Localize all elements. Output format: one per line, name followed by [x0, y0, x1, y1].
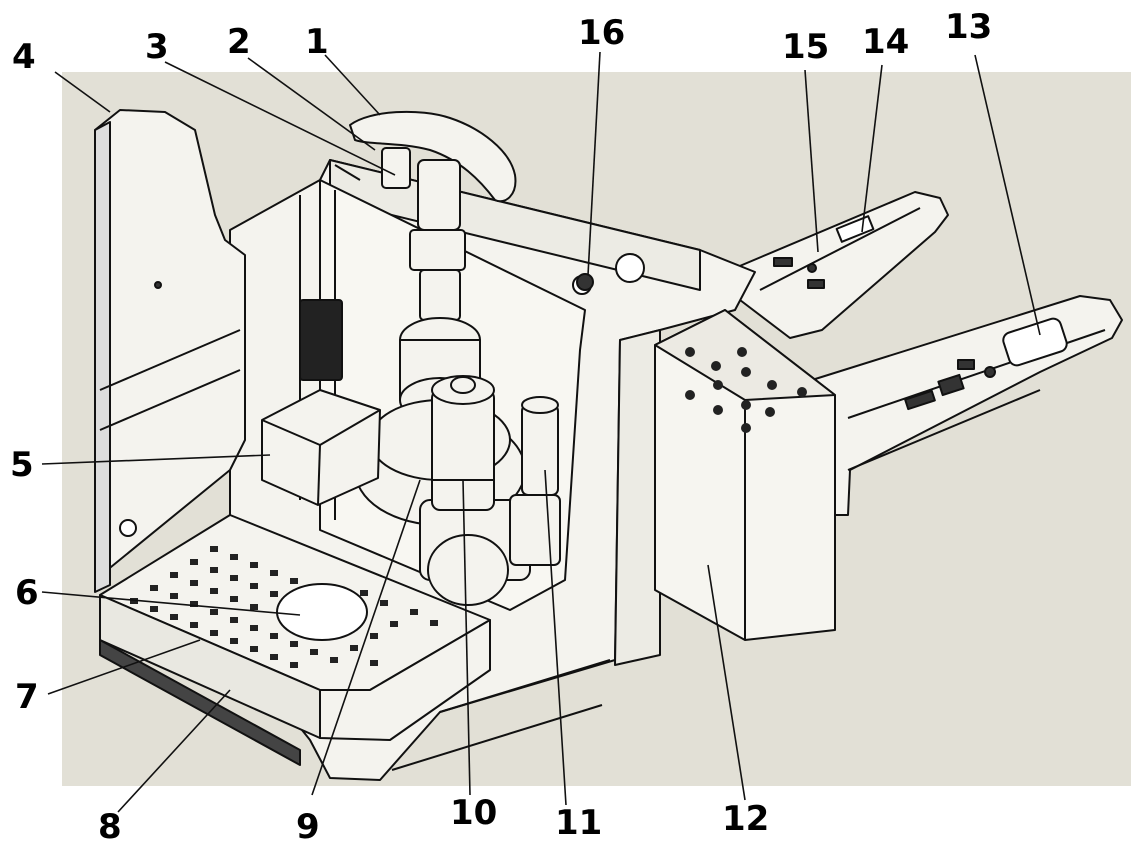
callout-15: 15 — [782, 27, 830, 67]
backrest-panel — [94, 109, 246, 593]
leader-12 — [707, 564, 746, 801]
leader-10 — [462, 479, 471, 796]
callout-4: 4 — [12, 37, 36, 77]
callout-14: 14 — [862, 22, 910, 62]
controller-box — [261, 299, 381, 506]
leader-lines — [41, 51, 1041, 813]
battery-terminals — [685, 347, 807, 433]
operator-platform — [99, 514, 491, 766]
callout-2: 2 — [227, 22, 251, 62]
callout-3: 3 — [145, 27, 169, 67]
top-knob — [576, 273, 594, 291]
leader-16 — [587, 51, 601, 276]
callout-1: 1 — [305, 22, 329, 62]
leader-2 — [247, 57, 376, 151]
leader-5 — [41, 454, 271, 465]
callout-10: 10 — [450, 793, 498, 833]
leader-7 — [47, 639, 201, 695]
callout-6: 6 — [15, 573, 39, 613]
leader-13 — [974, 54, 1041, 336]
leader-8 — [117, 689, 231, 813]
leader-3 — [164, 61, 396, 176]
battery — [654, 309, 836, 641]
callout-7: 7 — [15, 677, 39, 717]
leader-6 — [41, 591, 301, 616]
leader-9 — [311, 479, 421, 796]
leader-11 — [544, 469, 567, 806]
callout-5: 5 — [10, 445, 34, 485]
callout-11: 11 — [555, 803, 603, 843]
callout-9: 9 — [296, 807, 320, 846]
callout-8: 8 — [98, 807, 122, 846]
callout-12: 12 — [722, 799, 770, 839]
fork-rear — [734, 191, 949, 339]
leader-15 — [804, 69, 819, 253]
leader-4 — [54, 71, 111, 113]
callout-13: 13 — [945, 7, 993, 47]
platform-holes — [130, 546, 438, 668]
leader-1 — [324, 54, 381, 116]
fork-front — [811, 295, 1123, 516]
callout-16: 16 — [578, 13, 626, 53]
electric-motor — [431, 375, 495, 511]
leader-14 — [861, 64, 883, 233]
tiller-handle — [349, 110, 517, 321]
